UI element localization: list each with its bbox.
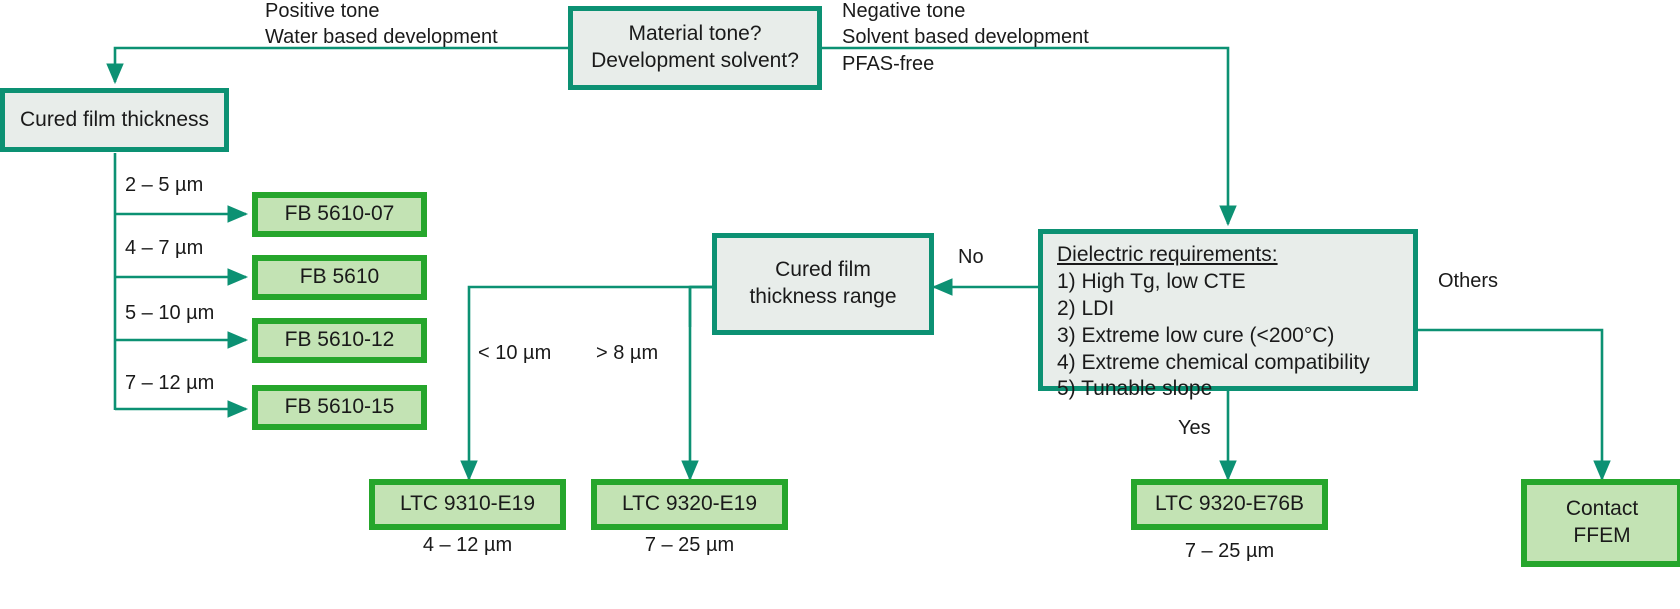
edge-label-5-10-um: 5 – 10 µm — [125, 302, 215, 324]
edge-label-lt-10-um: < 10 µm — [478, 342, 552, 364]
node-material-tone[interactable]: Material tone? Development solvent? — [568, 6, 822, 90]
node-cured-film-thickness-range[interactable]: Cured film thickness range — [712, 233, 934, 335]
edge-label-7-12-um: 7 – 12 µm — [125, 372, 215, 394]
node-ltc-9320-e19[interactable]: LTC 9320-E19 — [591, 479, 788, 530]
edge-label-others: Others — [1438, 270, 1499, 292]
edge-label-yes: Yes — [1178, 417, 1211, 439]
node-fb-5610-label: FB 5610 — [299, 265, 380, 289]
caption-ltc-9320-e19-range: 7 – 25 µm — [644, 534, 735, 556]
dielectric-requirement-item-5: 5) Tunable slope — [1057, 377, 1213, 401]
node-contact-ffem[interactable]: Contact FFEM — [1521, 479, 1680, 567]
node-cured-film-thickness[interactable]: Cured film thickness — [0, 88, 229, 152]
node-fb-5610-12-label: FB 5610-12 — [284, 328, 395, 352]
node-cured-film-thickness-range-label: Cured film thickness range — [749, 258, 897, 308]
node-ltc-9320-e76b[interactable]: LTC 9320-E76B — [1131, 479, 1328, 530]
node-material-tone-label: Material tone? Development solvent? — [591, 22, 799, 72]
edge-label-positive-tone: Positive tone Water based development — [265, 0, 498, 49]
node-contact-ffem-label: Contact FFEM — [1565, 497, 1639, 547]
node-ltc-9320-e76b-label: LTC 9320-E76B — [1154, 492, 1305, 516]
node-dielectric-requirements[interactable]: Dielectric requirements: 1) High Tg, low… — [1038, 229, 1418, 400]
node-cured-film-thickness-label: Cured film thickness — [19, 107, 210, 131]
caption-ltc-9310-e19-range: 4 – 12 µm — [422, 534, 513, 556]
node-fb-5610-15-label: FB 5610-15 — [284, 395, 395, 419]
edge-lt-10 — [460, 285, 712, 482]
node-ltc-9320-e19-label: LTC 9320-E19 — [621, 492, 758, 516]
dielectric-requirement-item-4: 4) Extreme chemical compatibility — [1057, 350, 1370, 374]
edge-range-stub — [688, 285, 712, 327]
edge-others-branch — [1418, 328, 1611, 482]
node-fb-5610-12[interactable]: FB 5610-12 — [252, 318, 427, 363]
node-fb-5610-07-label: FB 5610-07 — [284, 202, 395, 226]
dielectric-requirement-item-2: 2) LDI — [1057, 296, 1115, 320]
dielectric-requirement-item-3: 3) Extreme low cure (<200°C) — [1057, 323, 1335, 347]
node-fb-5610-07[interactable]: FB 5610-07 — [252, 192, 427, 237]
node-ltc-9310-e19[interactable]: LTC 9310-E19 — [369, 479, 566, 530]
dielectric-requirement-item-1: 1) High Tg, low CTE — [1057, 269, 1246, 293]
edge-label-gt-8-um: > 8 µm — [596, 342, 659, 364]
dielectric-requirements-header: Dielectric requirements: — [1057, 243, 1278, 266]
caption-ltc-9320-e76b-range: 7 – 25 µm — [1184, 540, 1275, 562]
node-ltc-9310-e19-label: LTC 9310-E19 — [399, 492, 536, 516]
edge-label-negative-tone: Negative tone Solvent based development … — [842, 0, 1089, 75]
edge-positive-tone — [106, 46, 568, 85]
edge-label-no: No — [958, 246, 984, 268]
node-fb-5610[interactable]: FB 5610 — [252, 255, 427, 300]
edge-label-4-7-um: 4 – 7 µm — [125, 237, 204, 259]
edge-label-2-5-um: 2 – 5 µm — [125, 174, 204, 196]
node-fb-5610-15[interactable]: FB 5610-15 — [252, 385, 427, 430]
